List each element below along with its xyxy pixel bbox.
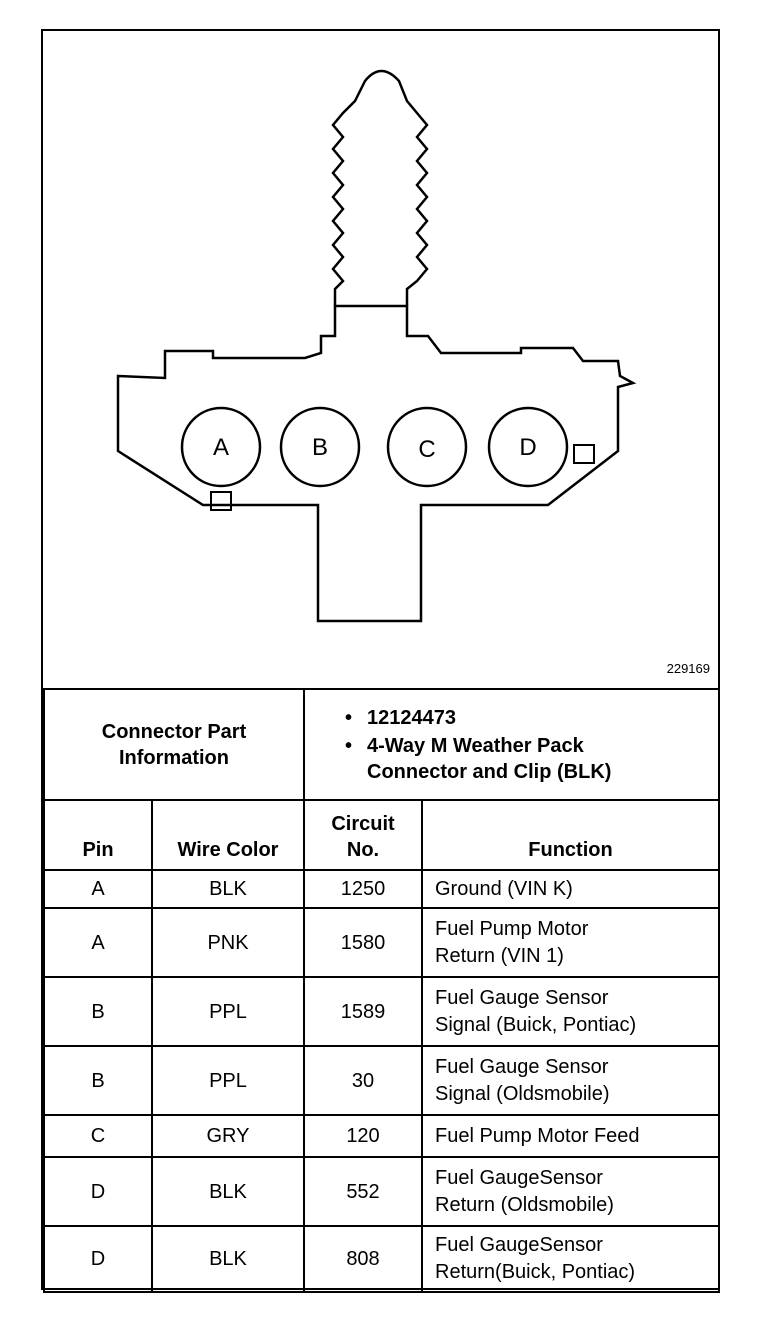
- pin-cell: A: [43, 907, 153, 978]
- circuit-cell: 1589: [303, 976, 423, 1047]
- function-line: Fuel Pump Motor: [435, 917, 589, 940]
- connector-part-label-line1: Connector Part: [101, 720, 247, 743]
- wire-color-cell: PPL: [151, 1045, 305, 1116]
- connector-body: [116, 304, 637, 623]
- pin-cell: A: [43, 869, 153, 909]
- pin-cell: D: [43, 1225, 153, 1293]
- column-header-row: Pin Wire Color Circuit No. Function: [43, 799, 720, 871]
- col-circuit-no: Circuit No.: [303, 799, 423, 871]
- pin-cell: D: [43, 1156, 153, 1227]
- pin-a-circle: [180, 406, 262, 488]
- connector-type-item: • 4-Way M Weather Pack Connector and Cli…: [345, 734, 612, 783]
- function-cell: Ground (VIN K): [421, 869, 720, 909]
- pin-b-circle: [279, 406, 361, 488]
- connector-part-label-line2: Information: [119, 746, 229, 769]
- function-line: Signal (Buick, Pontiac): [435, 1013, 637, 1036]
- pin-b-label: B: [312, 434, 328, 461]
- wire-color-cell: PNK: [151, 907, 305, 978]
- connector-part-label: Connector Part Information: [43, 688, 305, 801]
- wire-color-cell: GRY: [151, 1114, 305, 1158]
- connector-outline: A B C D: [116, 69, 637, 623]
- function-line: Fuel GaugeSensor: [435, 1166, 603, 1189]
- circuit-cell: 1250: [303, 869, 423, 909]
- connector-drawing: A B C D 229169: [43, 31, 718, 688]
- wire-color-cell: BLK: [151, 869, 305, 909]
- diagram-frame: A B C D 229169 Connector Part Informatio…: [41, 29, 720, 1293]
- circuit-cell: 30: [303, 1045, 423, 1116]
- connector-type-line2: Connector and Clip (BLK): [367, 760, 612, 783]
- function-line: Return(Buick, Pontiac): [435, 1261, 636, 1283]
- function-line: Signal (Oldsmobile): [435, 1082, 610, 1105]
- pin-c-circle: [386, 406, 468, 488]
- wire-color-cell: PPL: [151, 976, 305, 1047]
- wire-color-cell: BLK: [151, 1225, 305, 1293]
- wire-color-cell: BLK: [151, 1156, 305, 1227]
- col-pin: Pin: [43, 799, 153, 871]
- function-cell: Fuel Pump Motor Feed: [421, 1114, 720, 1158]
- part-number: 12124473: [367, 706, 456, 729]
- part-number-item: • 12124473: [345, 706, 456, 729]
- pin-c-label: C: [418, 436, 435, 463]
- connector-type-line1: 4-Way M Weather Pack: [367, 734, 584, 757]
- function-line: Fuel Gauge Sensor: [435, 1055, 609, 1078]
- circuit-cell: 552: [303, 1156, 423, 1227]
- pin-cell: B: [43, 976, 153, 1047]
- pin-a-marker: [210, 491, 232, 511]
- connector-table: Connector Part Information • 12124473 • …: [43, 688, 720, 1293]
- circuit-cell: 1580: [303, 907, 423, 978]
- pin-cell: C: [43, 1114, 153, 1158]
- threaded-stud: [331, 69, 429, 306]
- col-function: Function: [421, 799, 720, 871]
- function-line: Fuel Gauge Sensor: [435, 986, 609, 1009]
- function-line: Fuel GaugeSensor: [435, 1234, 603, 1256]
- function-line: Return (VIN 1): [435, 944, 564, 967]
- figure-id: 229169: [666, 661, 710, 676]
- pin-d-circle: [487, 406, 569, 488]
- connector-part-info: • 12124473 • 4-Way M Weather Pack Connec…: [303, 688, 720, 801]
- col-wire-color: Wire Color: [151, 799, 305, 871]
- pin-d-marker: [573, 444, 595, 464]
- circuit-cell: 808: [303, 1225, 423, 1293]
- pin-cell: B: [43, 1045, 153, 1116]
- function-line: Ground (VIN K): [435, 877, 573, 900]
- pin-d-label: D: [519, 434, 536, 461]
- function-line: Return (Oldsmobile): [435, 1193, 614, 1216]
- function-line: Fuel Pump Motor Feed: [435, 1124, 640, 1147]
- pin-a-label: A: [213, 434, 229, 461]
- circuit-cell: 120: [303, 1114, 423, 1158]
